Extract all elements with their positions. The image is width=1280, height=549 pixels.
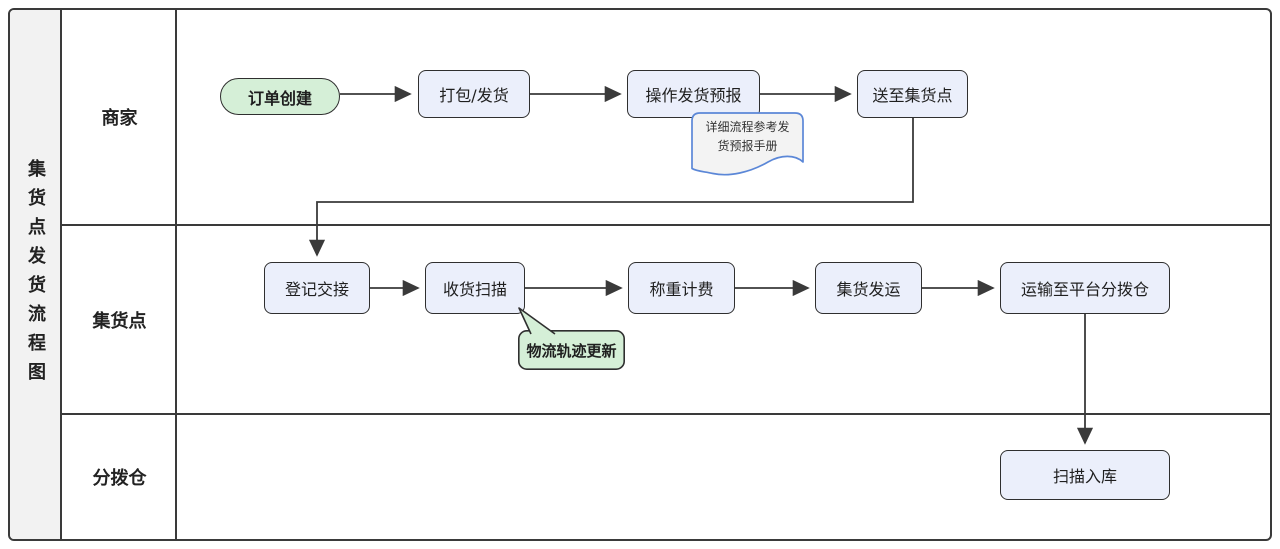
node-weigh-billing: 称重计费 xyxy=(628,262,735,314)
lane-label-collection-point: 集货点 xyxy=(92,310,147,332)
node-order-create: 订单创建 xyxy=(220,78,340,115)
node-scan-inbound: 扫描入库 xyxy=(1000,450,1170,500)
lane-label-merchant: 商家 xyxy=(101,108,138,129)
diagram-title-band: 集货点发货流程图 xyxy=(10,10,62,539)
callout-label: 物流轨迹更新 xyxy=(526,341,617,360)
node-consolidated-dispatch: 集货发运 xyxy=(815,262,922,314)
node-register-handover: 登记交接 xyxy=(264,262,370,314)
node-pack-ship: 打包/发货 xyxy=(418,70,530,118)
diagram-title: 集货点发货流程图 xyxy=(25,158,46,391)
node-transport-to-warehouse: 运输至平台分拨仓 xyxy=(1000,262,1170,314)
document-note: 详细流程参考发 货预报手册 xyxy=(692,118,803,156)
node-receive-scan: 收货扫描 xyxy=(425,262,525,314)
lane-divider-1 xyxy=(62,224,1270,226)
document-note-line1: 详细流程参考发 xyxy=(705,120,790,134)
document-note-line2: 货预报手册 xyxy=(717,139,778,153)
lane-divider-2 xyxy=(62,413,1270,415)
lane-label-distribution-warehouse: 分拨仓 xyxy=(92,468,147,489)
node-shipping-forecast: 操作发货预报 xyxy=(627,70,760,118)
node-deliver-to-collection-point: 送至集货点 xyxy=(857,70,968,118)
label-column-divider xyxy=(175,10,177,539)
